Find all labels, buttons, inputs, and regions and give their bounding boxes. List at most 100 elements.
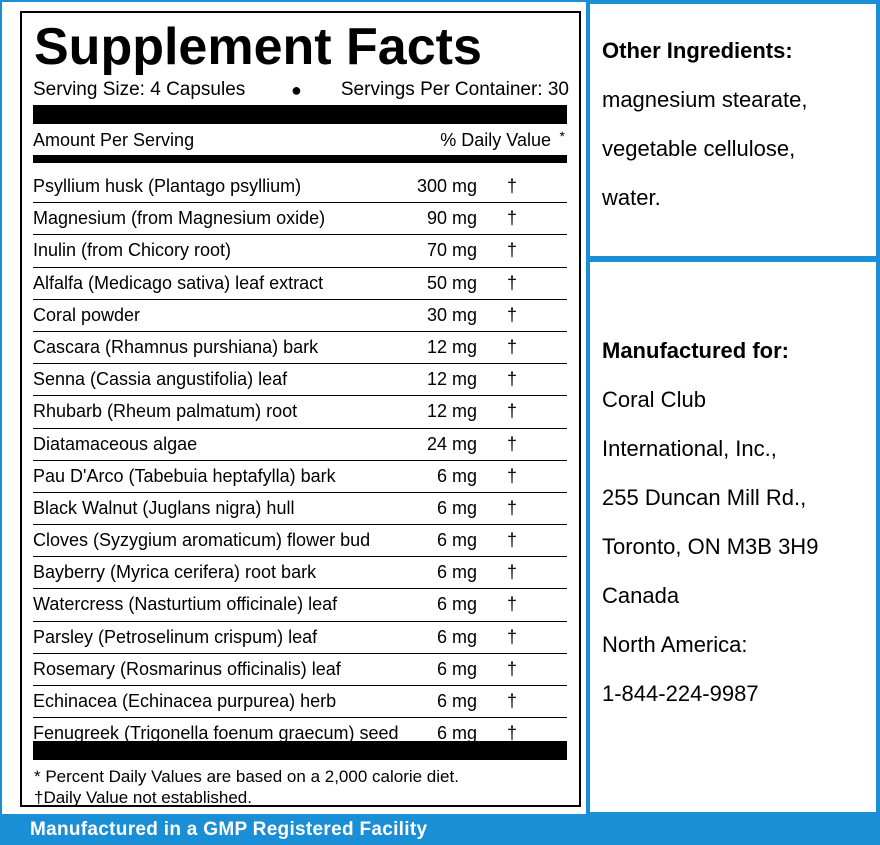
footnote-percent-daily: * Percent Daily Values are based on a 2,… (34, 767, 459, 786)
ingredient-daily-value: † (506, 208, 517, 229)
ingredient-name: Fenugreek (Trigonella foenum graecum) se… (33, 723, 399, 744)
ingredient-amount: 50 mg (426, 272, 477, 293)
manufacturer-line: 1-844-224-9987 (602, 681, 759, 706)
manufacturer-line: 255 Duncan Mill Rd., (602, 485, 807, 510)
ingredient-daily-value: † (506, 691, 517, 711)
ingredient-row: Black Walnut (Juglans nigra) hull 6 mg † (33, 493, 567, 526)
ingredient-name: Watercress (Nasturtium officinale) leaf (33, 594, 338, 615)
ingredient-name: Parsley (Petroselinum crispum) leaf (33, 626, 318, 647)
gmp-facility-banner: Manufactured in a GMP Registered Facilit… (30, 819, 428, 840)
divider-thick-bottom (33, 741, 567, 760)
ingredient-amount: 6 mg (436, 723, 477, 744)
ingredient-amount: 6 mg (436, 562, 477, 583)
ingredient-row: Rosemary (Rosmarinus officinalis) leaf 6 … (33, 654, 567, 686)
manufacturer-line: Toronto, ON M3B 3H9 (602, 534, 819, 559)
ingredient-row: Cloves (Syzygium aromaticum) flower bud 6… (33, 525, 567, 558)
other-ingredient-line: vegetable cellulose, (602, 136, 796, 161)
ingredient-amount: 6 mg (436, 465, 477, 486)
ingredient-row: Parsley (Petroselinum crispum) leaf 6 mg † (33, 622, 567, 654)
ingredient-name: Inulin (from Chicory root) (33, 240, 232, 261)
ingredient-name: Echinacea (Echinacea purpurea) herb (33, 691, 337, 711)
ingredient-amount: 6 mg (436, 497, 477, 518)
amount-per-serving-label: Amount Per Serving (33, 130, 195, 150)
ingredient-daily-value: † (506, 658, 517, 679)
ingredient-name: Alfalfa (Medicago sativa) leaf extract (33, 272, 324, 293)
other-ingredients-text: Other Ingredients: magnesium stearate, v… (602, 26, 807, 222)
ingredient-amount: 90 mg (426, 208, 477, 229)
ingredient-name: Cascara (Rhamnus purshiana) bark (33, 336, 319, 357)
serving-size: Serving Size: 4 Capsules (33, 79, 246, 100)
ingredient-list: Psyllium husk (Plantago psyllium) 300 mg †… (33, 171, 567, 750)
ingredient-row: Alfalfa (Medicago sativa) leaf extract 50… (33, 268, 567, 300)
other-ingredients-panel: Other Ingredients: magnesium stearate, v… (590, 4, 876, 256)
servings-per-container: Servings Per Container: 30 (340, 79, 569, 100)
serving-row: Serving Size: 4 Capsules ● Servings Per … (33, 79, 569, 101)
ingredient-row: Inulin (from Chicory root)70 mg† (33, 235, 567, 268)
ingredient-row: Cascara (Rhamnus purshiana) bark 12 mg † (33, 332, 567, 365)
ingredient-daily-value: † (506, 723, 517, 744)
ingredient-name: Senna (Cassia angustifolia) leaf (33, 369, 288, 390)
ingredient-amount: 6 mg (436, 594, 477, 615)
ingredient-amount: 6 mg (436, 691, 477, 711)
ingredient-daily-value: † (506, 562, 517, 583)
ingredient-daily-value: † (506, 433, 517, 454)
ingredient-name: Coral powder (33, 304, 141, 325)
ingredient-daily-value: † (506, 240, 517, 261)
ingredient-amount: 30 mg (426, 304, 477, 325)
ingredient-amount: 300 mg (416, 176, 477, 196)
ingredient-row: Coral powder 30 mg † (33, 300, 567, 332)
ingredient-name: Magnesium (from Magnesium oxide) (33, 208, 326, 229)
ingredient-row: Magnesium (from Magnesium oxide) 90 mg † (33, 203, 567, 236)
ingredient-name: Diatamaceous algae (33, 433, 198, 454)
ingredient-amount: 6 mg (436, 626, 477, 647)
ingredient-daily-value: † (506, 530, 517, 551)
ingredient-name: Cloves (Syzygium aromaticum) flower bud (33, 530, 371, 551)
ingredient-row: Pau D'Arco (Tabebuia heptafylla) bark 6 m… (33, 461, 567, 493)
manufacturer-panel: Manufactured for: Coral Club Internation… (590, 262, 876, 812)
ingredient-name: Psyllium husk (Plantago psyllium) (33, 176, 302, 196)
manufacturer-line: North America: (602, 632, 748, 657)
ingredient-row: Diatamaceous algae 24 mg † (33, 429, 567, 461)
other-ingredient-line: water. (602, 185, 661, 210)
other-ingredient-line: magnesium stearate, (602, 87, 808, 112)
other-ingredients-heading: Other Ingredients: (602, 38, 793, 63)
manufacturer-line: Coral Club (602, 387, 706, 412)
footnote-not-established: †Daily Value not established. (34, 788, 252, 807)
ingredient-amount: 6 mg (436, 530, 477, 551)
ingredient-daily-value: † (506, 336, 517, 357)
ingredient-name: Black Walnut (Juglans nigra) hull (33, 497, 295, 518)
ingredient-row: Senna (Cassia angustifolia) leaf 12 mg † (33, 364, 567, 397)
ingredient-daily-value: † (506, 594, 517, 615)
ingredient-daily-value: † (506, 465, 517, 486)
ingredient-daily-value: † (506, 497, 517, 518)
ingredient-daily-value: † (506, 176, 517, 196)
ingredient-name: Rhubarb (Rheum palmatum) root (33, 401, 298, 422)
ingredient-row: Bayberry (Myrica cerifera) root bark 6 mg… (33, 557, 567, 590)
manufacturer-line: Canada (602, 583, 680, 608)
ingredient-row: Watercress (Nasturtium officinale) leaf 6… (33, 589, 567, 622)
ingredient-daily-value: † (506, 369, 517, 390)
facts-title: Supplement Facts (34, 18, 482, 76)
ingredient-name: Rosemary (Rosmarinus officinalis) leaf (33, 658, 341, 679)
ingredient-name: Pau D'Arco (Tabebuia heptafylla) bark (33, 465, 336, 486)
ingredient-row: Fenugreek (Trigonella foenum graecum) se… (33, 718, 567, 750)
ingredient-daily-value: † (506, 626, 517, 647)
supplement-facts-panel: Supplement Facts Serving Size: 4 Capsule… (0, 0, 586, 814)
ingredient-daily-value: † (506, 401, 517, 422)
ingredient-amount: 6 mg (436, 658, 477, 679)
ingredient-amount: 12 mg (426, 336, 477, 357)
divider-thick (33, 105, 567, 124)
ingredient-amount: 12 mg (426, 401, 477, 422)
footnotes: * Percent Daily Values are based on a 2,… (34, 766, 459, 808)
manufacturer-heading: Manufactured for: (602, 338, 789, 363)
amount-header-row: Amount Per Serving % Daily Value * (33, 128, 567, 152)
ingredient-daily-value: † (506, 304, 517, 325)
ingredient-row: Rhubarb (Rheum palmatum) root 12 mg † (33, 396, 567, 429)
ingredient-row: Echinacea (Echinacea purpurea) herb 6 mg † (33, 686, 567, 719)
daily-value-label: % Daily Value (440, 130, 551, 150)
manufacturer-line: International, Inc., (602, 436, 777, 461)
ingredient-amount: 12 mg (426, 369, 477, 390)
ingredient-amount: 24 mg (426, 433, 477, 454)
ingredient-daily-value: † (506, 272, 517, 293)
ingredient-name: Bayberry (Myrica cerifera) root bark (33, 562, 317, 583)
